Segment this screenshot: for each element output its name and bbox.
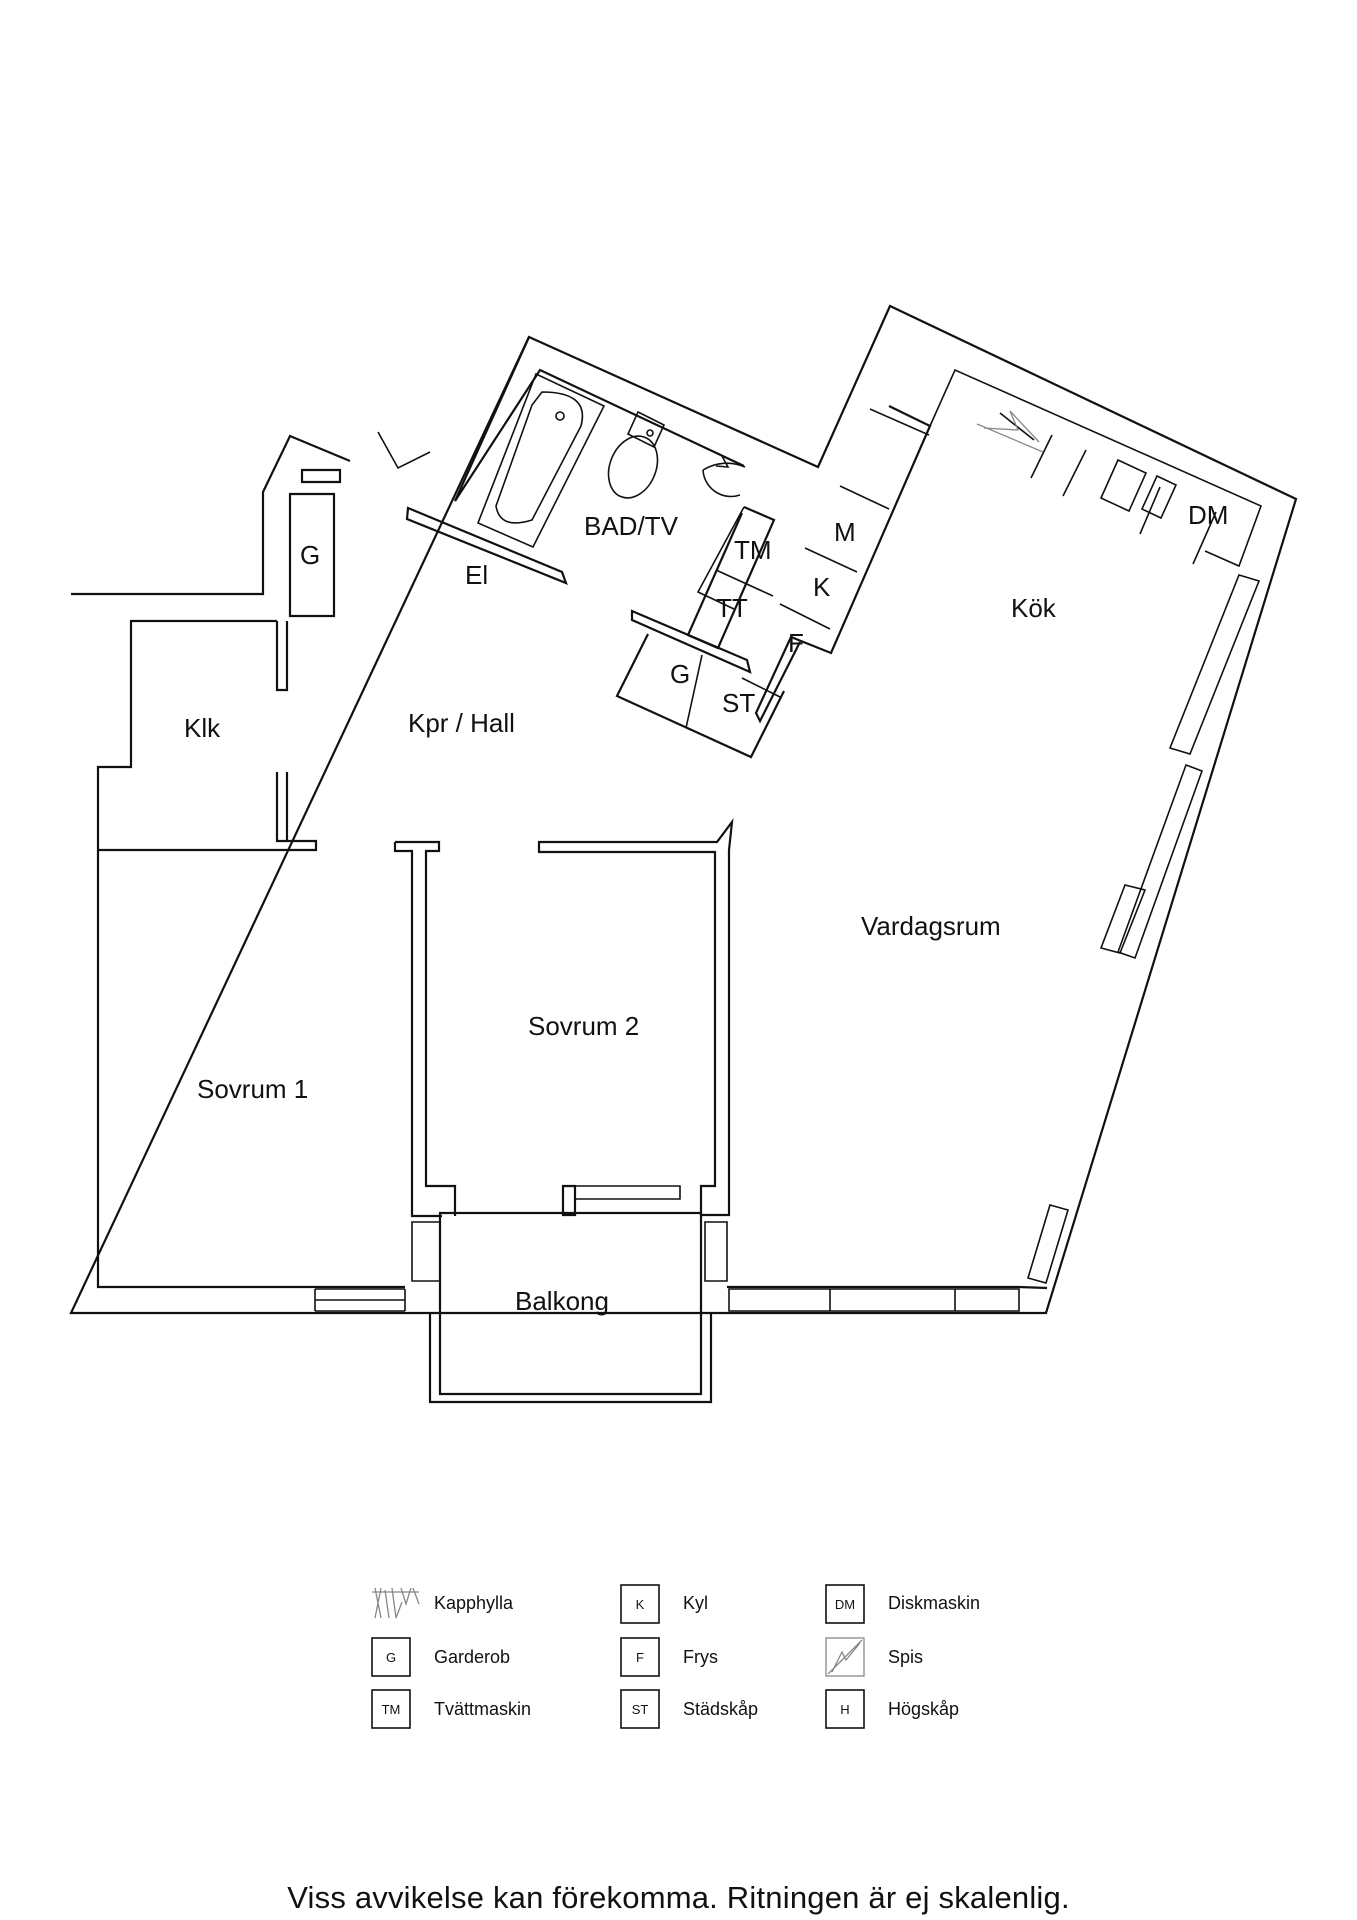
fixture-label-m: M bbox=[834, 517, 856, 547]
room-label-klk: Klk bbox=[184, 713, 221, 743]
legend-label-kyl: Kyl bbox=[683, 1593, 708, 1613]
fixture-label-k: K bbox=[813, 572, 831, 602]
legend-label-hogskap: Högskåp bbox=[888, 1699, 959, 1719]
room-label-sovrum1: Sovrum 1 bbox=[197, 1074, 308, 1104]
legend-label-diskmaskin: Diskmaskin bbox=[888, 1593, 980, 1613]
room-label-balkong: Balkong bbox=[515, 1286, 609, 1316]
legend-label-spis: Spis bbox=[888, 1647, 923, 1667]
room-label-hall: Kpr / Hall bbox=[408, 708, 515, 738]
interior-walls bbox=[98, 368, 1263, 1218]
room-label-el: El bbox=[465, 560, 488, 590]
room-label-sovrum2: Sovrum 2 bbox=[528, 1011, 639, 1041]
legend-code-tvattmaskin: TM bbox=[382, 1702, 401, 1717]
legend-item-frys: F Frys bbox=[620, 1637, 718, 1677]
legend-item-diskmaskin: DM Diskmaskin bbox=[825, 1584, 980, 1624]
fixture-label-dm: DM bbox=[1188, 500, 1228, 530]
legend-code-frys: F bbox=[636, 1650, 644, 1665]
legend-item-garderob: G Garderob bbox=[371, 1637, 510, 1677]
legend-code-kyl: K bbox=[636, 1597, 645, 1612]
fixture-labels: G TM TT G ST M K F DM bbox=[300, 500, 1228, 718]
room-label-vardagsrum: Vardagsrum bbox=[861, 911, 1001, 941]
fixture-label-g-hall: G bbox=[300, 540, 320, 570]
legend-item-kapphylla: Kapphylla bbox=[372, 1587, 514, 1619]
legend-code-garderob: G bbox=[386, 1650, 396, 1665]
stove-icon bbox=[825, 1637, 865, 1677]
legend: Kapphylla G Garderob TM Tvättmaskin K Ky… bbox=[371, 1584, 980, 1729]
disclaimer-text: Viss avvikelse kan förekomma. Ritningen … bbox=[287, 1880, 1070, 1915]
legend-label-tvattmaskin: Tvättmaskin bbox=[434, 1699, 531, 1719]
room-label-kok: Kök bbox=[1011, 593, 1057, 623]
exterior-walls bbox=[69, 304, 1298, 1315]
legend-item-hogskap: H Högskåp bbox=[825, 1689, 959, 1729]
legend-code-stadskap: ST bbox=[632, 1702, 649, 1717]
windows bbox=[314, 574, 1261, 1312]
legend-item-spis: Spis bbox=[825, 1637, 923, 1677]
room-labels: BAD/TV El Klk Kpr / Hall Kök Vardagsrum … bbox=[184, 511, 1057, 1316]
room-label-bad-tv: BAD/TV bbox=[584, 511, 679, 541]
fixture-label-tm: TM bbox=[734, 535, 772, 565]
fixture-label-tt: TT bbox=[716, 593, 748, 623]
legend-code-hogskap: H bbox=[840, 1702, 849, 1717]
legend-label-stadskap: Städskåp bbox=[683, 1699, 758, 1719]
legend-label-frys: Frys bbox=[683, 1647, 718, 1667]
legend-item-stadskap: ST Städskåp bbox=[620, 1689, 758, 1729]
balcony bbox=[428, 1211, 713, 1404]
legend-item-kyl: K Kyl bbox=[620, 1584, 708, 1624]
legend-code-diskmaskin: DM bbox=[835, 1597, 855, 1612]
legend-label-garderob: Garderob bbox=[434, 1647, 510, 1667]
legend-item-tvattmaskin: TM Tvättmaskin bbox=[371, 1689, 531, 1729]
fixture-label-f: F bbox=[788, 628, 804, 658]
fixture-label-g-closet: G bbox=[670, 659, 690, 689]
coat-rack-icon bbox=[372, 1587, 420, 1619]
legend-label-kapphylla: Kapphylla bbox=[434, 1593, 514, 1613]
fixture-label-st: ST bbox=[722, 688, 755, 718]
